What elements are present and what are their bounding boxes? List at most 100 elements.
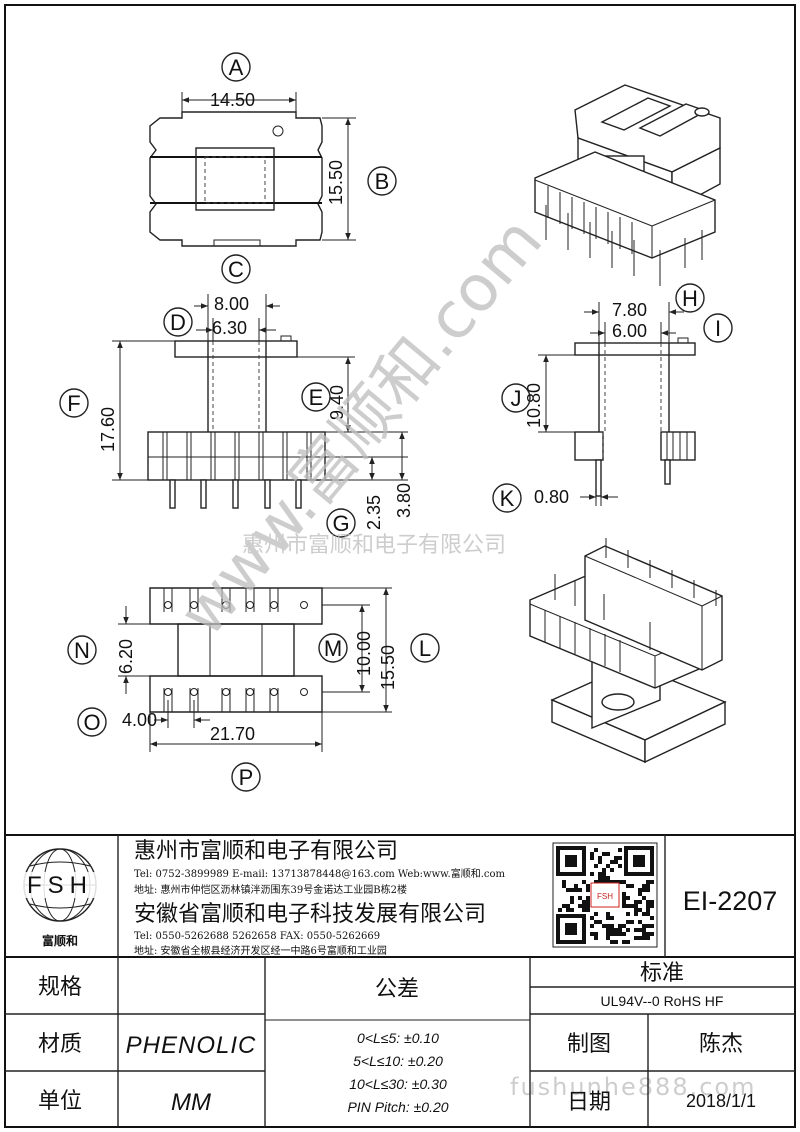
qr-module bbox=[614, 932, 618, 936]
qr-module bbox=[650, 900, 654, 904]
front-pins bbox=[169, 479, 302, 509]
qr-module bbox=[610, 928, 614, 932]
qr-module bbox=[646, 908, 650, 912]
qr-module bbox=[602, 876, 606, 880]
dim-d2-value: 6.30 bbox=[212, 318, 247, 338]
qr-module bbox=[570, 900, 574, 904]
qr-module bbox=[642, 896, 646, 900]
tolerance-1: 0<L≤5: ±0.10 bbox=[357, 1030, 439, 1046]
drawn-value: 陈杰 bbox=[699, 1032, 743, 1057]
qr-module bbox=[566, 904, 570, 908]
fsh-logo: FSH 富顺和 bbox=[20, 848, 100, 948]
label-o: O bbox=[77, 707, 107, 737]
qr-module bbox=[626, 904, 630, 908]
qr-module bbox=[646, 936, 650, 940]
unit-value: MM bbox=[171, 1089, 211, 1116]
qr-module bbox=[630, 884, 634, 888]
qr-module bbox=[606, 928, 610, 932]
material-label: 材质 bbox=[38, 1032, 82, 1057]
svg-text:K: K bbox=[500, 486, 515, 511]
logo-caption: 富顺和 bbox=[42, 933, 78, 948]
qr-module bbox=[598, 872, 602, 876]
label-h: H bbox=[675, 283, 705, 313]
unit-label: 单位 bbox=[38, 1089, 82, 1114]
label-e: E bbox=[301, 382, 331, 412]
qr-module bbox=[570, 896, 574, 900]
label-p: P bbox=[231, 762, 261, 792]
qr-module bbox=[562, 880, 566, 884]
qr-module bbox=[614, 928, 618, 932]
qr-module bbox=[610, 940, 614, 944]
svg-text:M: M bbox=[324, 636, 342, 661]
label-m: M bbox=[318, 633, 348, 663]
qr-module bbox=[598, 876, 602, 880]
qr-module bbox=[618, 924, 622, 928]
qr-module bbox=[622, 924, 626, 928]
company1-name: 惠州市富顺和电子有限公司 bbox=[134, 839, 398, 864]
watermark-company: 惠州市富顺和电子有限公司 bbox=[242, 533, 506, 558]
qr-module bbox=[606, 880, 610, 884]
label-g: G bbox=[326, 508, 356, 538]
qr-module bbox=[618, 848, 622, 852]
qr-module bbox=[594, 864, 598, 868]
qr-module bbox=[618, 928, 622, 932]
qr-module bbox=[610, 880, 614, 884]
qr-module bbox=[634, 908, 638, 912]
qr-module bbox=[602, 868, 606, 872]
svg-text:N: N bbox=[74, 638, 90, 663]
qr-module bbox=[606, 936, 610, 940]
label-k: K bbox=[492, 483, 522, 513]
qr-module bbox=[650, 916, 654, 920]
qr-module bbox=[578, 888, 582, 892]
sheet-border bbox=[4, 4, 796, 1128]
qr-module bbox=[586, 908, 590, 912]
watermark-diagonal: www.富顺和.com bbox=[166, 204, 557, 650]
svg-text:I: I bbox=[715, 316, 721, 341]
qr-module bbox=[638, 900, 642, 904]
qr-module bbox=[582, 904, 586, 908]
date-label: 日期 bbox=[567, 1090, 611, 1115]
qr-module bbox=[578, 896, 582, 900]
qr-module bbox=[618, 864, 622, 868]
qr-module bbox=[614, 880, 618, 884]
svg-text:H: H bbox=[682, 286, 698, 311]
label-b: B bbox=[367, 166, 397, 196]
iso-view-bottom bbox=[529, 538, 727, 764]
svg-text:F: F bbox=[67, 391, 80, 416]
dim-b-value: 15.50 bbox=[326, 160, 346, 205]
logo-text: FSH bbox=[27, 872, 93, 899]
qr-module bbox=[618, 932, 622, 936]
qr-module bbox=[570, 888, 574, 892]
qr-module bbox=[582, 880, 586, 884]
tolerance-label: 公差 bbox=[375, 977, 419, 1002]
qr-module bbox=[594, 936, 598, 940]
company2-contact: Tel: 0550-5262688 5262658 FAX: 0550-5262… bbox=[134, 931, 380, 942]
qr-module bbox=[606, 924, 610, 928]
drawn-label: 制图 bbox=[567, 1032, 611, 1057]
qr-module bbox=[642, 912, 646, 916]
qr-module bbox=[650, 880, 654, 884]
qr-module bbox=[606, 864, 610, 868]
date-value: 2018/1/1 bbox=[686, 1091, 756, 1111]
qr-module bbox=[634, 936, 638, 940]
qr-module bbox=[598, 920, 602, 924]
dim-o-value: 4.00 bbox=[122, 710, 157, 730]
qr-module bbox=[602, 852, 606, 856]
standard-label: 标准 bbox=[640, 961, 684, 986]
qr-module bbox=[634, 900, 638, 904]
qr-module bbox=[594, 912, 598, 916]
qr-module bbox=[570, 908, 574, 912]
svg-text:P: P bbox=[239, 765, 254, 790]
watermark-site: fushunhe888.com bbox=[510, 1073, 756, 1101]
qr-module bbox=[602, 872, 606, 876]
qr-module bbox=[642, 884, 646, 888]
qr-module bbox=[590, 924, 594, 928]
qr-module bbox=[646, 904, 650, 908]
iso-view-top bbox=[534, 84, 721, 286]
qr-module bbox=[594, 932, 598, 936]
company2-address: 地址: 安徽省全椒县经济开发区经一中路6号富顺和工业园 bbox=[134, 944, 387, 957]
dim-h-value: 7.80 bbox=[612, 300, 647, 320]
tolerance-3: 10<L≤30: ±0.30 bbox=[349, 1076, 447, 1092]
title-block: FSH 富顺和 惠州市富顺和电子有限公司 Tel: 0752-3899989 E… bbox=[5, 834, 795, 1127]
tolerance-2: 5<L≤10: ±0.20 bbox=[353, 1053, 443, 1069]
